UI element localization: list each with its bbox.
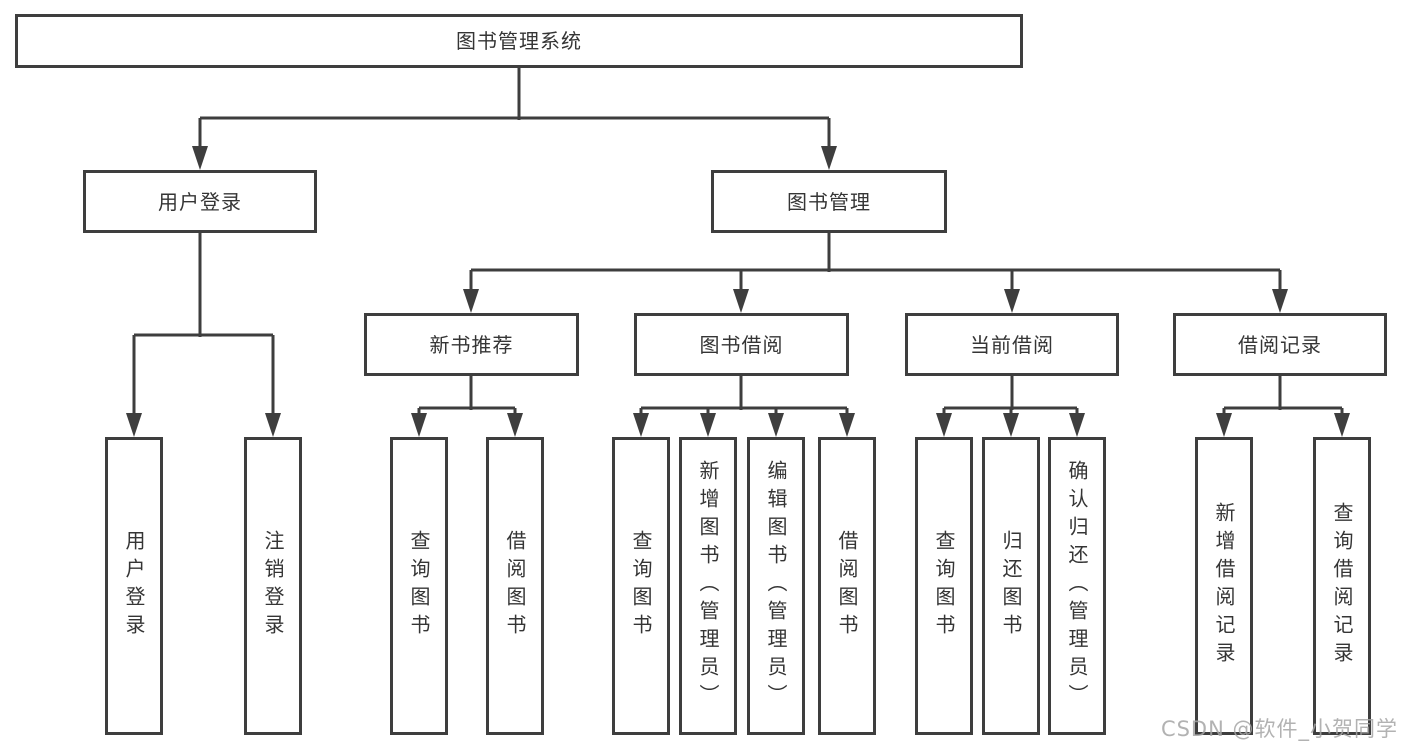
leaf-borrow-edit-books-admin: 编辑图书（管理员） — [747, 437, 805, 735]
leaf-current-confirm-return-admin: 确认归还（管理员） — [1048, 437, 1106, 735]
leaf-borrow-query-books: 查询图书 — [612, 437, 670, 735]
leaf-records-query-record: 查询借阅记录 — [1313, 437, 1371, 735]
node-book-borrow: 图书借阅 — [634, 313, 849, 376]
leaf-logout: 注销登录 — [244, 437, 302, 735]
connector-borrow-records-to-leaves — [1216, 376, 1350, 437]
node-borrow-records: 借阅记录 — [1173, 313, 1387, 376]
arrowheads — [936, 413, 1085, 437]
arrowheads — [126, 413, 281, 437]
node-user-login: 用户登录 — [83, 170, 317, 233]
connector-lines — [198, 68, 831, 150]
arrowheads — [633, 413, 855, 437]
connector-current-borrow-to-leaves — [936, 376, 1085, 437]
leaf-current-query-books: 查询图书 — [915, 437, 973, 735]
connector-root-to-level2 — [192, 68, 837, 170]
connector-user-login-to-leaves — [126, 233, 281, 437]
leaf-borrow-borrow-books: 借阅图书 — [818, 437, 876, 735]
connector-lines — [942, 376, 1079, 416]
arrowheads — [463, 289, 1288, 313]
connector-lines — [1222, 376, 1344, 416]
arrowheads — [192, 146, 837, 170]
node-new-book-recommend: 新书推荐 — [364, 313, 579, 376]
node-book-management: 图书管理 — [711, 170, 947, 233]
leaf-user-login: 用户登录 — [105, 437, 163, 735]
leaf-borrow-add-books-admin: 新增图书（管理员） — [679, 437, 737, 735]
connector-lines — [639, 376, 849, 416]
node-root-system: 图书管理系统 — [15, 14, 1023, 68]
node-current-borrow: 当前借阅 — [905, 313, 1119, 376]
connector-book-borrow-to-leaves — [633, 376, 855, 437]
leaf-newbook-borrow-books: 借阅图书 — [486, 437, 544, 735]
arrowheads — [1216, 413, 1350, 437]
leaf-newbook-query-books: 查询图书 — [390, 437, 448, 735]
connector-new-books-to-leaves — [411, 376, 523, 437]
connector-lines — [132, 233, 275, 416]
connector-book-mgmt-to-level3 — [463, 233, 1288, 313]
connector-lines — [469, 233, 1282, 292]
csdn-watermark: CSDN @软件_小贺同学 — [1160, 717, 1398, 741]
leaf-records-add-record: 新增借阅记录 — [1195, 437, 1253, 735]
connector-lines — [417, 376, 517, 416]
leaf-current-return-books: 归还图书 — [982, 437, 1040, 735]
arrowheads — [411, 413, 523, 437]
